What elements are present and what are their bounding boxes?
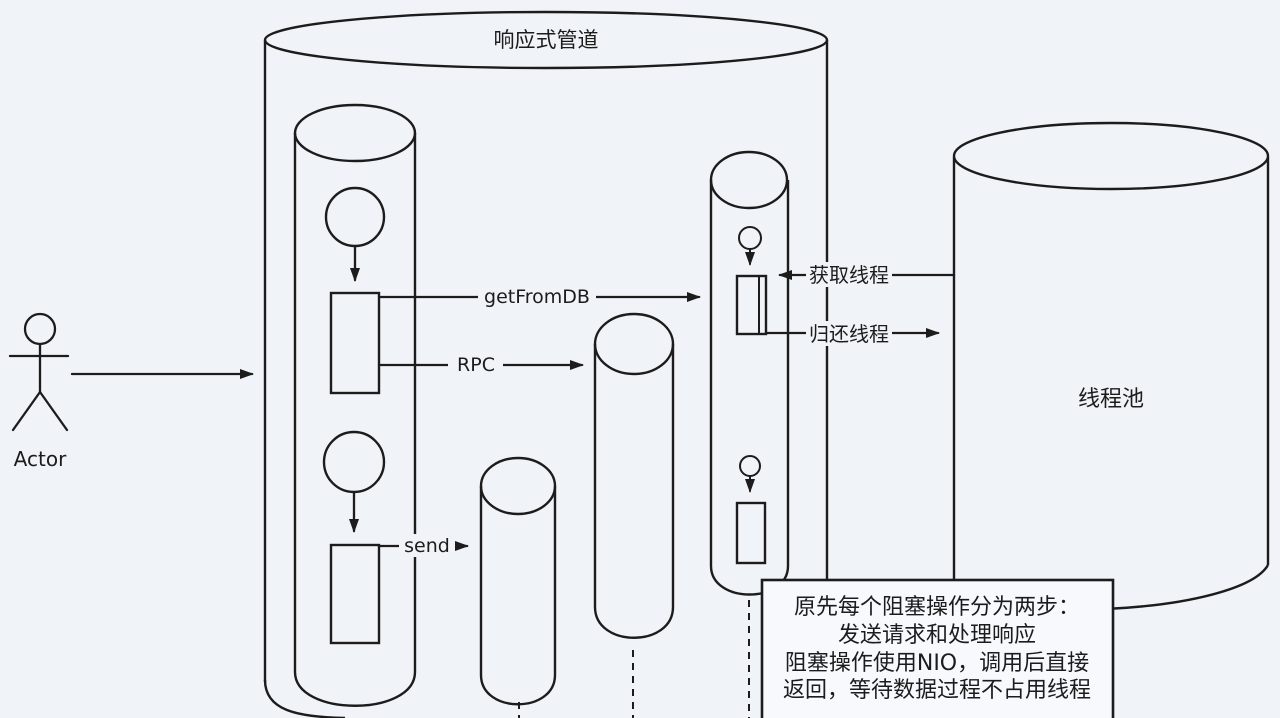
actor-label: Actor: [14, 447, 67, 471]
pipeline-title: 响应式管道: [494, 28, 599, 52]
note-line-2: 发送请求和处理响应: [838, 623, 1036, 648]
stage1-cylinder: [293, 103, 417, 707]
rpc-label-mask: [448, 353, 503, 376]
getfromdb-label: getFromDB: [484, 286, 590, 308]
send-stage-top-ellipse: [479, 456, 557, 516]
worker-bottom-curve: [709, 565, 790, 596]
send-label: send: [404, 535, 450, 557]
threadpool-label: 线程池: [1078, 387, 1144, 412]
event-circle-2: [322, 430, 386, 494]
pipeline-cylinder: 响应式管道: [263, 10, 829, 718]
event-circle-1: [324, 186, 386, 248]
threadpool-top-ellipse: [952, 121, 1270, 191]
rpc-stage-top-ellipse: [593, 312, 675, 376]
note-box: 原先每个阻塞操作分为两步： 发送请求和处理响应 阻塞操作使用NIO，调用后直接 …: [760, 578, 1115, 718]
send-label-mask: [399, 534, 455, 557]
activation-bar-2: [329, 543, 381, 645]
threadpool-cylinder: 线程池: [952, 121, 1270, 611]
send-stage-cylinder: [479, 456, 557, 718]
pipeline-bottom-curve: [263, 679, 346, 718]
actor-figure: Actor: [8, 312, 70, 471]
stage1-top-ellipse: [293, 103, 417, 163]
return-thread-label: 归还线程: [809, 322, 889, 346]
worker-event-circle-2: [739, 455, 761, 477]
worker-cylinder: [709, 150, 790, 718]
note-line-4: 返回，等待数据过程不占用线程: [783, 678, 1091, 703]
actor-leg-right: [38, 390, 69, 432]
note-line-1: 原先每个阻塞操作分为两步：: [794, 595, 1080, 620]
rpc-stage-cylinder: [593, 312, 675, 718]
worker-top-ellipse: [709, 150, 789, 210]
worker-activation-bar-2: [735, 501, 767, 565]
rpc-label: RPC: [457, 354, 495, 376]
note-line-3: 阻塞操作使用NIO，调用后直接: [785, 651, 1089, 676]
actor-leg-left: [11, 390, 42, 432]
send-stage-bottom-curve: [479, 674, 557, 706]
worker-event-circle-1: [738, 226, 762, 250]
getfromdb-label-mask: [478, 285, 596, 308]
note-box-frame: [760, 578, 1115, 718]
pipeline-top-ellipse: [263, 10, 829, 70]
acquire-thread-label: 获取线程: [809, 263, 889, 287]
activation-bar-1: [329, 291, 381, 395]
stage1-bottom-curve: [293, 671, 417, 707]
rpc-stage-bottom-curve: [593, 606, 675, 639]
acquire-thread-label-mask: [806, 262, 892, 287]
return-thread-label-mask: [806, 321, 892, 346]
actor-head: [23, 312, 57, 346]
worker-activation-bar-1: [735, 274, 768, 336]
